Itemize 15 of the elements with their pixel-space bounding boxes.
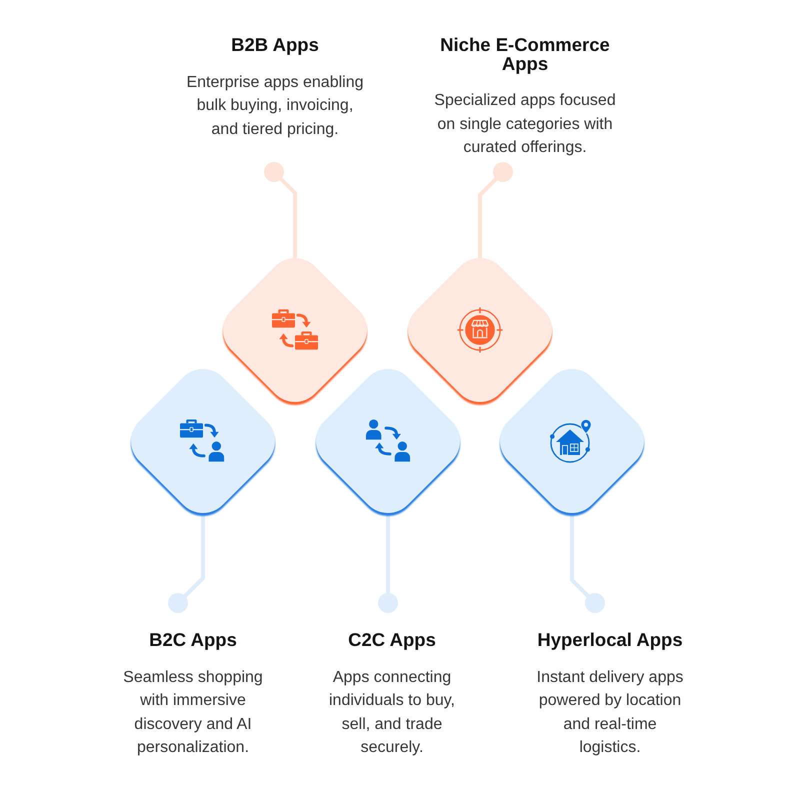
description: Apps connecting individuals to buy, sell, and trade securely. [328, 668, 456, 758]
leader-line [264, 162, 297, 258]
heading: B2B Apps [231, 36, 319, 54]
description: Enterprise apps enabling bulk buying, invoicing, and tiered pricing. [185, 72, 364, 140]
heading: Niche E-Commerce Apps [439, 36, 611, 73]
leader-line [570, 513, 605, 613]
leader-line [168, 513, 205, 613]
heading: C2C Apps [348, 631, 436, 650]
leader-line [378, 513, 398, 613]
leader-line [478, 162, 513, 258]
heading: Hyperlocal Apps [537, 631, 683, 650]
heading: B2C Apps [149, 631, 237, 650]
description: Instant delivery apps powered by location and real-time logistics. [536, 668, 684, 758]
description: Specialized apps focused on single categories with curated offerings. [433, 91, 617, 158]
description: Seamless shopping with immersive discovery and AI personalization. [122, 668, 264, 758]
